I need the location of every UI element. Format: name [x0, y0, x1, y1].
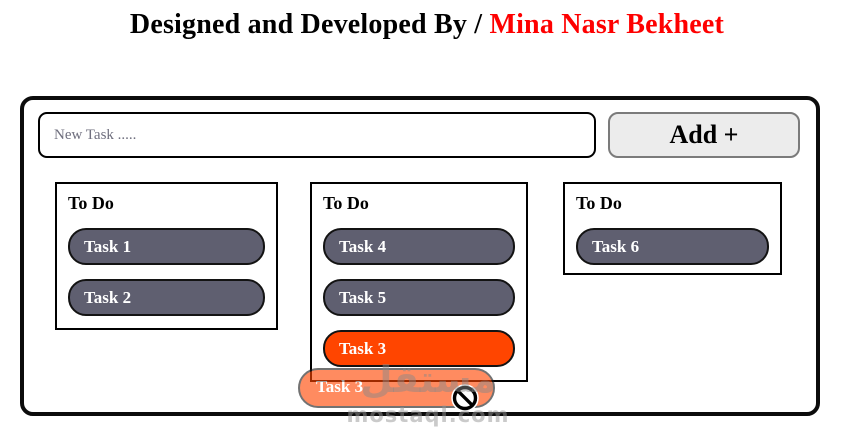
page-title-author: Mina Nasr Bekheet — [489, 9, 725, 40]
task-board: Add + To Do Task 1 Task 2 To Do Task 4 T… — [20, 96, 820, 416]
column-title: To Do — [323, 193, 369, 213]
task-pill-task6[interactable]: Task 6 — [576, 228, 769, 265]
page-title-prefix: Designed and Developed By / — [129, 9, 490, 40]
column-title: To Do — [576, 193, 622, 213]
todo-column-2[interactable]: To Do Task 4 Task 5 Task 3 — [310, 182, 528, 382]
task-pill-task1[interactable]: Task 1 — [68, 228, 265, 265]
todo-column-1[interactable]: To Do Task 1 Task 2 — [55, 182, 278, 330]
no-drop-cursor-icon — [451, 384, 479, 412]
task-pill-task3-active[interactable]: Task 3 — [323, 330, 515, 367]
todo-column-3[interactable]: To Do Task 6 — [563, 182, 782, 275]
page-title: Designed and Developed By / Mina Nasr Be… — [0, 9, 854, 41]
column-title: To Do — [68, 193, 114, 213]
task-pill-task2[interactable]: Task 2 — [68, 279, 265, 316]
task-pill-task5[interactable]: Task 5 — [323, 279, 515, 316]
add-task-button[interactable]: Add + — [608, 112, 800, 158]
task-pill-task4[interactable]: Task 4 — [323, 228, 515, 265]
new-task-input[interactable] — [38, 112, 596, 158]
